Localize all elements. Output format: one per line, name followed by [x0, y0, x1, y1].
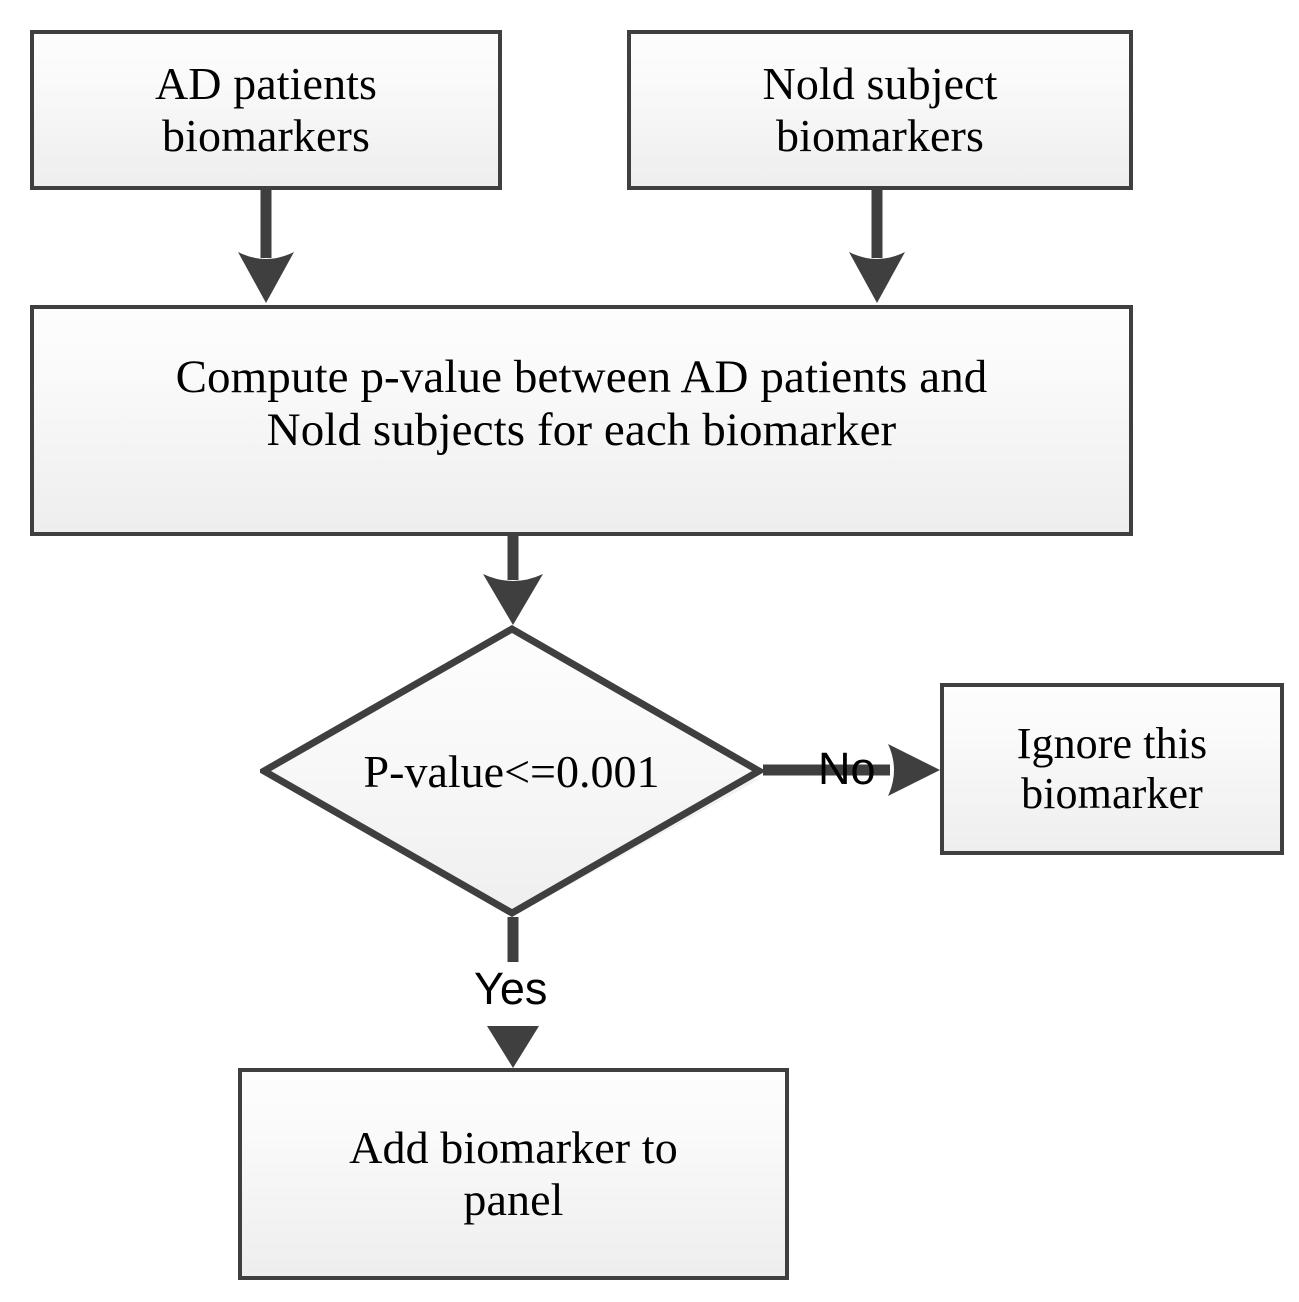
node-add-panel-label: Add biomarker to panel — [349, 1122, 678, 1225]
node-decision-p-value-threshold[interactable]: P-value<=0.001 — [260, 625, 763, 917]
edge-compute-to-decision — [483, 536, 543, 625]
node-ad-patients-label: AD patients biomarkers — [154, 58, 378, 161]
node-ignore-biomarker[interactable]: Ignore this biomarker — [940, 683, 1288, 859]
edge-label-yes: Yes — [474, 963, 548, 1014]
node-nold-subject-label: Nold subject biomarkers — [762, 58, 998, 161]
node-ignore-label: Ignore this biomarker — [1016, 719, 1208, 818]
edge-nold-to-compute — [849, 190, 905, 303]
edge-ad-to-compute — [238, 190, 294, 303]
node-compute-p-value[interactable]: Compute p-value between AD patients and … — [30, 305, 1137, 540]
edge-label-no: No — [818, 743, 876, 794]
node-compute-label: Compute p-value between AD patients and … — [175, 351, 988, 457]
node-decision-label-wrap: P-value<=0.001 — [260, 625, 763, 917]
node-ad-patients-biomarkers[interactable]: AD patients biomarkers — [30, 30, 506, 194]
node-decision-label: P-value<=0.001 — [363, 745, 660, 797]
node-nold-subject-biomarkers[interactable]: Nold subject biomarkers — [627, 30, 1137, 194]
node-add-biomarker-to-panel[interactable]: Add biomarker to panel — [238, 1068, 793, 1284]
diamond-shape — [260, 625, 763, 917]
